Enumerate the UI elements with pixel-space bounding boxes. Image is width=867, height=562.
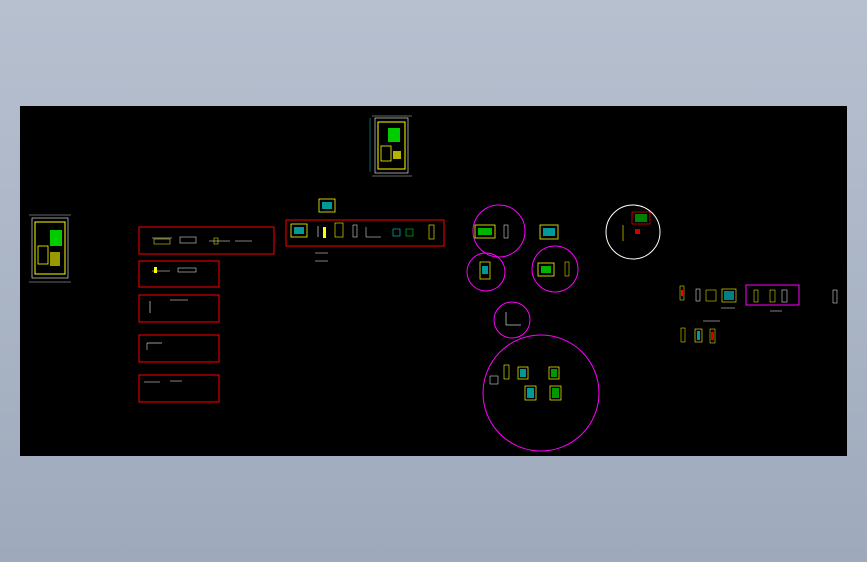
red-frame-2[interactable] [138, 260, 220, 288]
right-details-row1[interactable] [679, 285, 737, 309]
detail-window-top[interactable] [318, 198, 336, 213]
detail-window-mid[interactable] [539, 224, 559, 240]
magenta-circle-2[interactable] [466, 252, 506, 292]
right-details-far[interactable] [832, 289, 838, 304]
detail-line-below[interactable] [315, 252, 328, 262]
drawing-canvas[interactable] [20, 106, 847, 456]
white-circle[interactable] [605, 204, 661, 260]
magenta-circle-5[interactable] [482, 334, 600, 452]
floor-plan-left[interactable] [29, 214, 71, 283]
red-frame-1[interactable] [138, 226, 275, 255]
magenta-circle-1[interactable] [472, 204, 526, 258]
magenta-rect[interactable] [745, 284, 800, 312]
red-frame-3[interactable] [138, 294, 220, 323]
magenta-circle-4[interactable] [493, 301, 531, 339]
magenta-circle-3[interactable] [531, 245, 579, 293]
red-frame-4[interactable] [138, 334, 220, 363]
red-frame-6[interactable] [285, 219, 445, 247]
cad-model-space[interactable] [20, 106, 847, 456]
right-details-row2[interactable] [680, 320, 720, 344]
floor-plan-top[interactable] [369, 115, 412, 177]
red-frame-5[interactable] [138, 374, 220, 403]
